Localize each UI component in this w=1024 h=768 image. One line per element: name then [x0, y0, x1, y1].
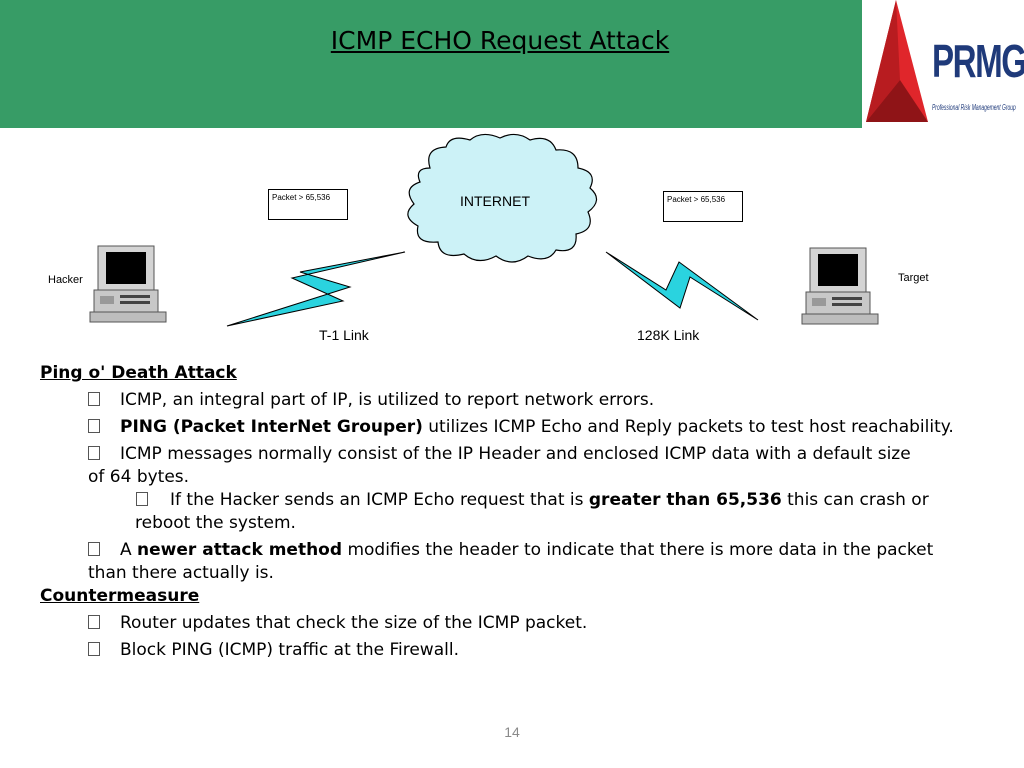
logo-triangle-icon: [866, 0, 928, 122]
list-item: ICMP messages normally consist of the IP…: [40, 443, 1000, 466]
bullet-icon: [136, 492, 148, 506]
bullet-icon: [88, 392, 100, 406]
sub-list-item-continuation: reboot the system.: [135, 513, 296, 533]
list-item: A newer attack method modifies the heade…: [40, 539, 1000, 562]
hacker-label: Hacker: [48, 274, 83, 286]
bullet-icon: [88, 446, 100, 460]
list-item: Router updates that check the size of th…: [40, 612, 1000, 635]
packet-box-right: Packet > 65,536: [663, 191, 743, 222]
header-bar: [0, 0, 862, 128]
t1-link-label: T-1 Link: [319, 327, 369, 343]
sub-list-item: If the Hacker sends an ICMP Echo request…: [40, 489, 1000, 512]
target-label: Target: [898, 272, 929, 284]
list-item-continuation: than there actually is.: [88, 563, 274, 583]
128k-link-label: 128K Link: [637, 327, 700, 343]
page-number: 14: [504, 724, 520, 740]
bullet-icon: [88, 615, 100, 629]
slide-title: ICMP ECHO Request Attack: [330, 26, 670, 55]
countermeasure-heading: Countermeasure: [40, 586, 200, 606]
logo-subtitle: Professional Risk Management Group: [932, 103, 1016, 112]
bullet-icon: [88, 419, 100, 433]
logo-text: PRMG: [932, 35, 1024, 87]
list-item: Block PING (ICMP) traffic at the Firewal…: [40, 639, 1000, 662]
prmg-logo: PRMG Professional Risk Management Group: [862, 0, 1024, 128]
t1-link-bolt-icon: [226, 251, 406, 327]
target-computer-icon: [801, 247, 879, 325]
internet-label: INTERNET: [460, 193, 530, 209]
bullet-icon: [88, 642, 100, 656]
internet-cloud-icon: [407, 133, 598, 263]
network-diagram: [89, 133, 879, 327]
packet-box-left: Packet > 65,536: [268, 189, 348, 220]
hacker-computer-icon: [89, 245, 167, 323]
list-item: PING (Packet InterNet Grouper) utilizes …: [40, 416, 1000, 439]
list-item: ICMP, an integral part of IP, is utilize…: [40, 389, 1000, 412]
bullet-icon: [88, 542, 100, 556]
list-item-continuation: of 64 bytes.: [88, 467, 190, 487]
128k-link-bolt-icon: [605, 251, 759, 321]
ping-of-death-heading: Ping o' Death Attack: [40, 363, 237, 383]
slide-content: Ping o' Death Attack ICMP, an integral p…: [40, 362, 1000, 662]
